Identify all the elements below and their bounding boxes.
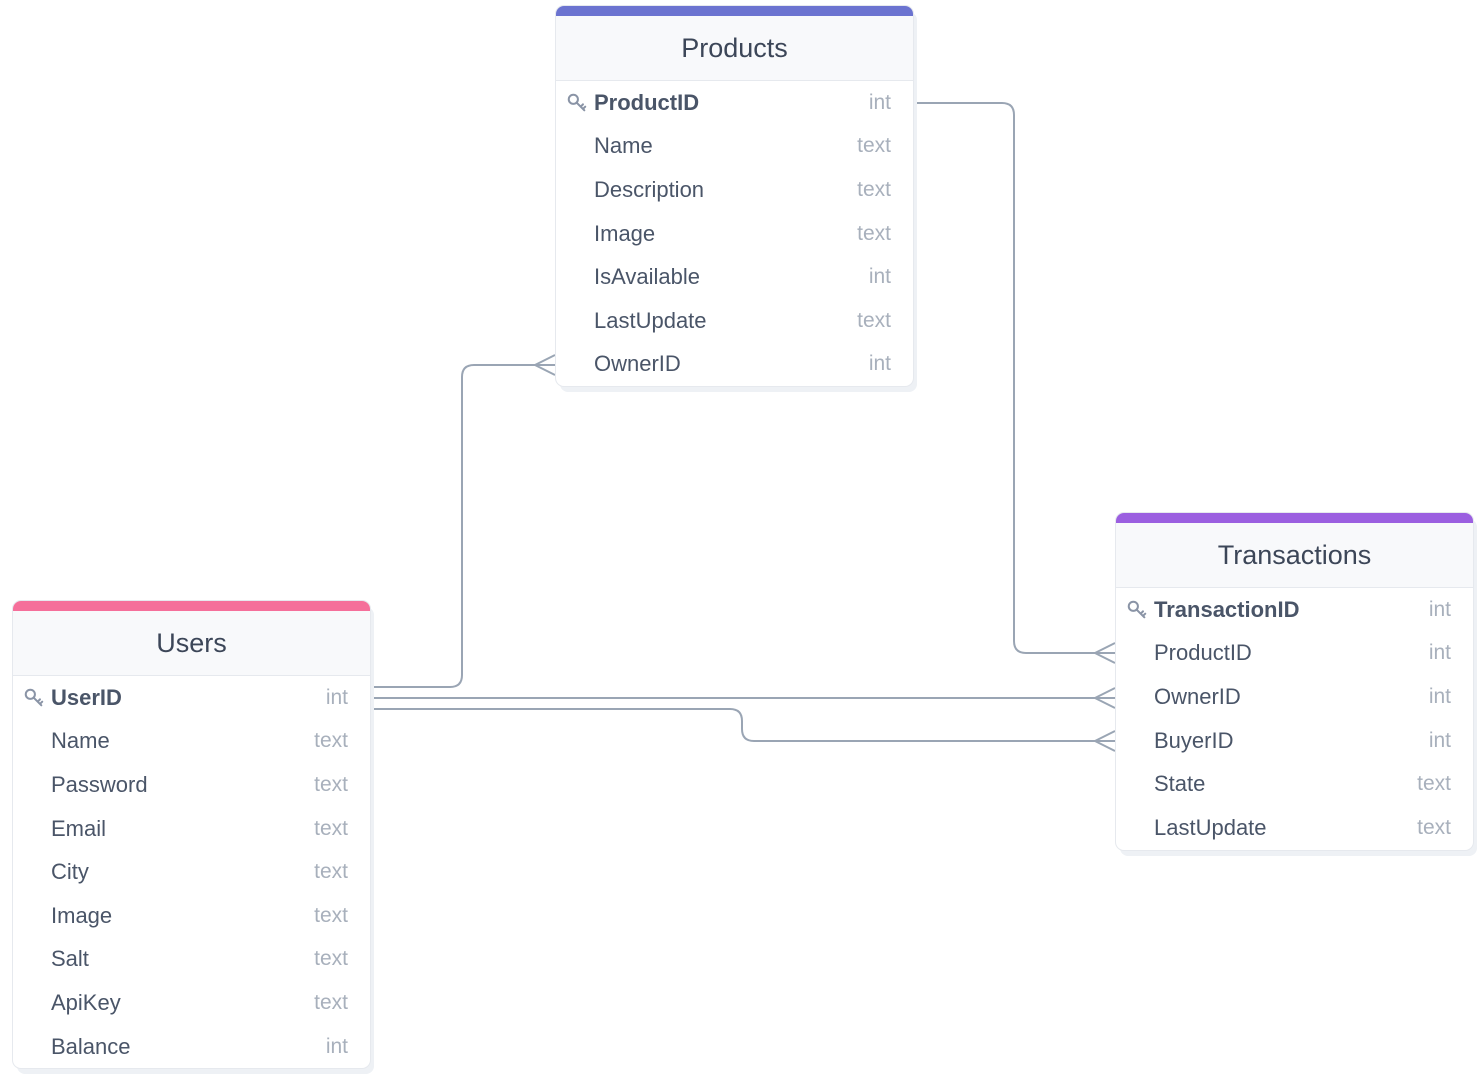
field-row[interactable]: LastUpdate text bbox=[556, 299, 913, 343]
field-name: City bbox=[51, 859, 89, 885]
field-type: int bbox=[325, 685, 348, 709]
crowfoot-products-owner bbox=[534, 354, 556, 376]
field-row[interactable]: City text bbox=[13, 850, 370, 894]
table-title: Transactions bbox=[1116, 523, 1473, 588]
link-products-transactions-product bbox=[913, 102, 1115, 654]
field-name: Salt bbox=[51, 946, 89, 972]
field-name: TransactionID bbox=[1154, 596, 1300, 622]
field-row[interactable]: Password text bbox=[13, 763, 370, 807]
field-name: Image bbox=[594, 220, 656, 246]
field-row[interactable]: LastUpdate text bbox=[1116, 806, 1473, 850]
field-type: text bbox=[857, 177, 891, 201]
field-row[interactable]: Email text bbox=[13, 807, 370, 851]
field-type: text bbox=[314, 816, 348, 840]
field-type: int bbox=[868, 265, 891, 289]
table-title: Users bbox=[13, 611, 370, 676]
field-name: Balance bbox=[51, 1033, 131, 1059]
field-name: LastUpdate bbox=[594, 307, 707, 333]
field-row[interactable]: OwnerID int bbox=[1116, 675, 1473, 719]
link-users-transactions-buyer bbox=[370, 708, 1115, 742]
key-icon bbox=[566, 92, 588, 114]
table-accent-bar bbox=[13, 601, 370, 611]
field-row[interactable]: BuyerID int bbox=[1116, 719, 1473, 763]
field-type: text bbox=[314, 903, 348, 927]
field-row[interactable]: Name text bbox=[13, 720, 370, 764]
field-type: int bbox=[868, 352, 891, 376]
field-type: text bbox=[314, 729, 348, 753]
field-name: UserID bbox=[51, 684, 122, 710]
field-row[interactable]: Balance int bbox=[13, 1025, 370, 1069]
field-type: int bbox=[1428, 728, 1451, 752]
field-type: int bbox=[1428, 641, 1451, 665]
key-icon bbox=[23, 687, 45, 709]
table-title: Products bbox=[556, 16, 913, 81]
field-type: int bbox=[868, 90, 891, 114]
crowfoot-transactions-buyer bbox=[1094, 730, 1116, 752]
crowfoot-transactions-product bbox=[1094, 642, 1116, 664]
table-accent-bar bbox=[1116, 513, 1473, 523]
field-type: int bbox=[325, 1034, 348, 1058]
field-type: text bbox=[857, 308, 891, 332]
field-type: text bbox=[1417, 815, 1451, 839]
field-type: text bbox=[314, 947, 348, 971]
key-icon bbox=[1126, 599, 1148, 621]
field-name: ProductID bbox=[594, 89, 700, 115]
crowfoot-transactions-owner bbox=[1094, 687, 1116, 709]
field-type: int bbox=[1428, 597, 1451, 621]
field-row[interactable]: Salt text bbox=[13, 938, 370, 982]
field-row[interactable]: Description text bbox=[556, 168, 913, 212]
field-row[interactable]: Name text bbox=[556, 125, 913, 169]
primary-key-row[interactable]: ProductID int bbox=[556, 81, 913, 125]
field-name: Description bbox=[594, 176, 705, 202]
field-name: OwnerID bbox=[594, 351, 681, 377]
field-name: ApiKey bbox=[51, 989, 121, 1015]
field-name: OwnerID bbox=[1154, 683, 1241, 709]
field-row[interactable]: State text bbox=[1116, 762, 1473, 806]
field-row[interactable]: OwnerID int bbox=[556, 343, 913, 387]
field-type: text bbox=[1417, 772, 1451, 796]
field-name: ProductID bbox=[1154, 640, 1252, 666]
field-name: State bbox=[1154, 771, 1206, 797]
field-name: IsAvailable bbox=[594, 264, 700, 290]
field-type: text bbox=[857, 221, 891, 245]
field-name: BuyerID bbox=[1154, 727, 1234, 753]
field-name: Image bbox=[51, 902, 113, 928]
field-type: text bbox=[314, 860, 348, 884]
primary-key-row[interactable]: TransactionID int bbox=[1116, 588, 1473, 632]
field-row[interactable]: ProductID int bbox=[1116, 632, 1473, 676]
field-name: Name bbox=[594, 133, 653, 159]
field-name: Password bbox=[51, 771, 148, 797]
field-row[interactable]: Image text bbox=[556, 212, 913, 256]
field-row[interactable]: Image text bbox=[13, 894, 370, 938]
table-accent-bar bbox=[556, 6, 913, 16]
field-type: text bbox=[857, 134, 891, 158]
field-row[interactable]: IsAvailable int bbox=[556, 255, 913, 299]
field-row[interactable]: ApiKey text bbox=[13, 981, 370, 1025]
field-name: Name bbox=[51, 728, 110, 754]
primary-key-row[interactable]: UserID int bbox=[13, 676, 370, 720]
field-type: text bbox=[314, 990, 348, 1014]
field-name: Email bbox=[51, 815, 107, 841]
link-users-products-owner bbox=[370, 364, 555, 688]
field-type: text bbox=[314, 772, 348, 796]
field-type: int bbox=[1428, 684, 1451, 708]
field-name: LastUpdate bbox=[1154, 814, 1267, 840]
